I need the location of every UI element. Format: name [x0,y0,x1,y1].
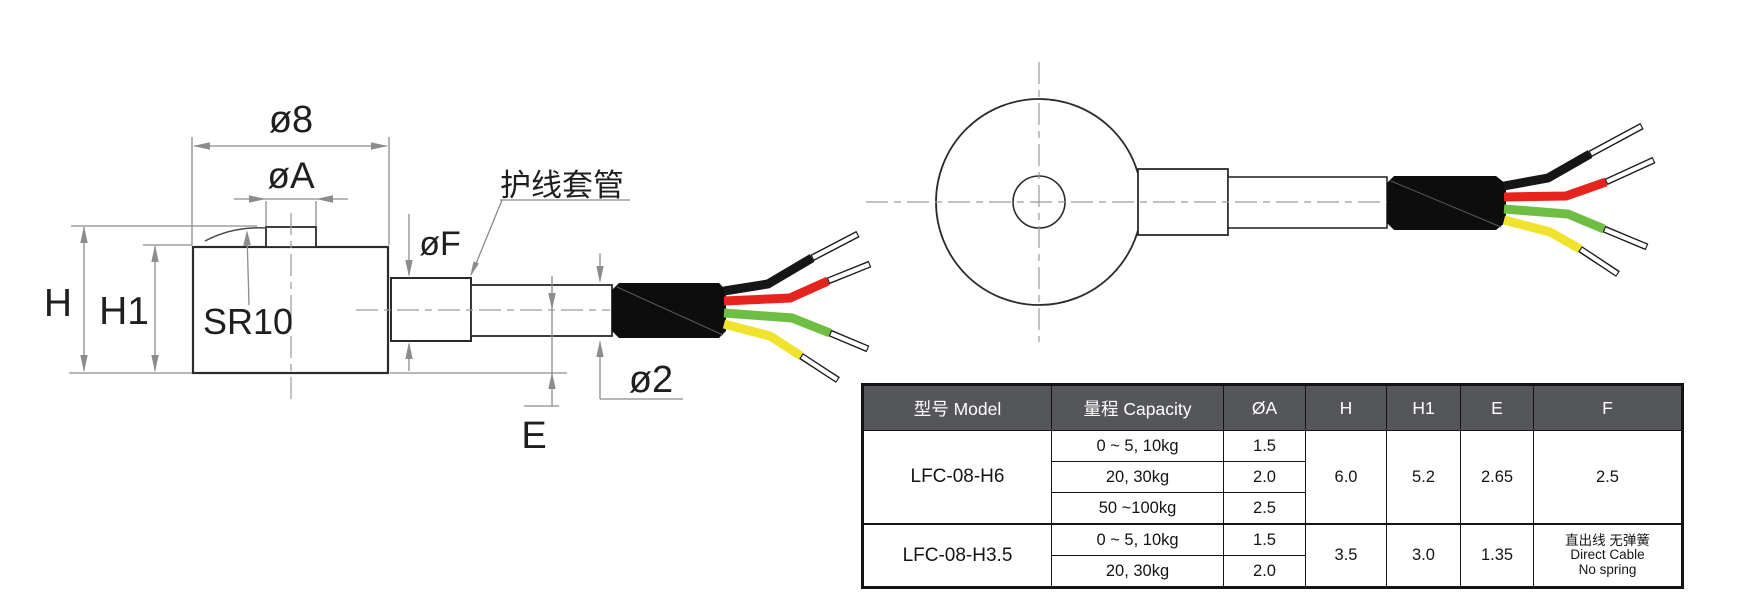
model-cell: LFC-08-H6 [862,430,1052,525]
yellow-wire [722,319,804,360]
E-label: E [521,415,546,457]
cable-sleeve-label: 护线套管 [500,168,624,203]
leader-line [472,199,503,272]
F-cell-line: No spring [1578,561,1637,577]
dimension-E [390,276,567,407]
diaA-cell: 2.5 [1223,492,1306,525]
F-cell-line: 2.5 [1596,467,1619,486]
H-label: H [44,282,72,325]
arrowhead [371,142,388,150]
F-cell: 2.5 [1533,430,1683,525]
side-view: ø8 øA H H1 [44,99,872,457]
dimension-dia2 [596,253,683,400]
arrowhead [596,340,604,357]
sheath-highlight-line [1390,180,1502,228]
E-cell: 1.35 [1460,523,1534,588]
wire-tip-outlines [1578,122,1656,277]
diaA-label: øA [267,155,315,196]
H1-label: H1 [99,290,149,333]
arrowhead [80,355,88,372]
capacity-cell: 50 ~100kg [1051,492,1224,525]
leader-SR10 [243,230,251,306]
leader-line [246,233,250,306]
H-cell: 6.0 [1305,430,1387,525]
H-cell: 3.5 [1305,523,1387,588]
capacity-cell: 0 ~ 5, 10kg [1051,523,1224,556]
yellow-wire [1502,215,1583,253]
red-wire [1503,177,1608,202]
green-wire [1503,204,1606,234]
spec-header-col-5: E [1460,384,1534,431]
arrowhead [151,245,159,262]
arrowhead [548,293,556,310]
diaA-cell: 2.0 [1223,461,1306,493]
dimension-H [69,225,257,374]
red-wire [723,276,830,306]
wires-top-view [1502,122,1656,277]
arrowhead [596,266,604,283]
diaA-cell: 1.5 [1223,430,1306,462]
spec-header-col-0: 型号 Model [862,384,1052,431]
leader-cable-sleeve [470,199,630,277]
SR10-label: SR10 [203,301,293,342]
E-cell: 2.65 [1460,430,1534,525]
spec-header-col-4: H1 [1386,384,1461,431]
green-wire [723,308,832,338]
H1-cell: 5.2 [1386,430,1461,525]
arrowhead [243,230,251,246]
diaA-cell: 2.0 [1223,555,1306,588]
spec-header-col-1: 量程 Capacity [1051,384,1224,431]
dimension-diaF [405,214,413,371]
diaF-label: øF [419,225,461,263]
arrowhead [548,372,556,389]
spec-header-col-2: ØA [1223,384,1306,431]
H1-cell: 3.0 [1386,523,1461,588]
wire-tips [800,232,870,382]
dimension-H1 [143,244,192,372]
F-cell-line: 直出线 无弹簧 [1565,532,1650,548]
arrowhead [405,260,413,277]
diaA-cell: 1.5 [1223,523,1306,556]
arrowhead [470,261,479,277]
wire-tips [1579,124,1654,276]
capacity-cell: 20, 30kg [1051,555,1224,588]
arrowhead [249,195,266,203]
arrowhead [80,226,88,243]
F-cell-line: Direct Cable [1570,547,1645,563]
dia2-label: ø2 [629,359,673,401]
arrowhead [193,142,210,150]
wire-tip-outlines [799,230,872,383]
black-wire [1503,150,1593,191]
spec-header-col-6: F [1533,384,1683,431]
black-wire [723,254,815,296]
sphere-crown-arc [204,227,268,242]
top-view [866,62,1656,342]
arrowhead [151,355,159,372]
arrowhead [316,195,333,203]
dimension-diaA [234,195,348,226]
capacity-cell: 0 ~ 5, 10kg [1051,430,1224,462]
model-cell: LFC-08-H3.5 [862,523,1052,588]
wires-side-view [722,230,872,383]
dimension-dia8 [191,137,390,245]
spec-header-col-3: H [1305,384,1387,431]
sheath-highlight-line [616,286,724,336]
capacity-cell: 20, 30kg [1051,461,1224,493]
dia8-label: ø8 [269,99,313,141]
arrowhead [405,342,413,359]
